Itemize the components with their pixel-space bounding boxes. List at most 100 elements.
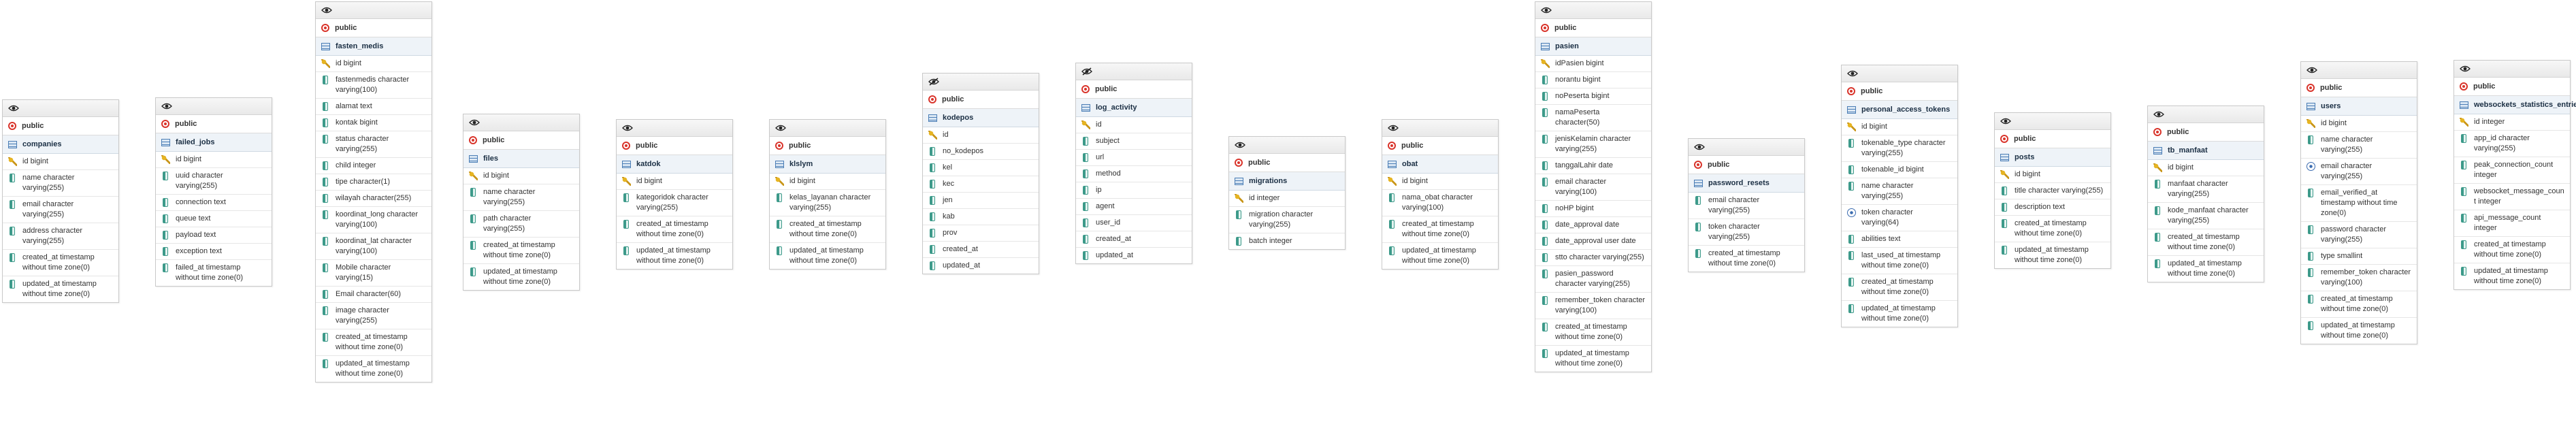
table-title[interactable]: log_activity [1076,99,1192,117]
column-row[interactable]: token character varying(255) [1689,219,1804,246]
column-row[interactable]: title character varying(255) [1995,183,2110,199]
eye-slash-icon[interactable] [1081,67,1092,76]
column-row[interactable]: tanggalLahir date [1535,158,1651,174]
column-row[interactable]: date_approval user date [1535,233,1651,250]
table-title[interactable]: tb_manfaat [2148,142,2264,160]
column-row[interactable]: alamat text [316,99,431,115]
column-row[interactable]: child integer [316,158,431,174]
column-row[interactable]: nama_obat character varying(100) [1382,190,1498,216]
column-row[interactable]: wilayah character(255) [316,191,431,207]
column-row[interactable]: image character varying(255) [316,303,431,329]
column-row[interactable]: koordinat_long character varying(100) [316,207,431,233]
column-row[interactable]: created_at timestamp without time zone(0… [2148,229,2264,256]
column-row[interactable]: tokenable_type character varying(255) [1842,135,1957,162]
eye-icon[interactable] [1847,69,1858,78]
column-row[interactable]: status character varying(255) [316,131,431,158]
column-row[interactable]: idPasien bigint [1535,56,1651,72]
column-row[interactable]: connection text [156,195,272,211]
column-row[interactable]: kec [923,176,1039,193]
eye-icon[interactable] [1388,124,1399,132]
column-row[interactable]: fastenmedis character varying(100) [316,72,431,99]
column-row[interactable]: Email character(60) [316,287,431,303]
column-row[interactable]: updated_at timestamp without time zone(0… [2454,263,2570,289]
column-row[interactable]: subject [1076,133,1192,150]
column-row[interactable]: created_at timestamp without time zone(0… [1842,274,1957,301]
column-row[interactable]: id bigint [3,154,118,170]
table-title[interactable]: fasten_medis [316,37,431,56]
eye-icon[interactable] [161,102,172,110]
column-row[interactable]: id integer [1229,191,1345,207]
column-row[interactable]: id bigint [316,56,431,72]
column-row[interactable]: updated_at [1076,248,1192,263]
column-row[interactable]: kel [923,160,1039,176]
table-title[interactable]: katdok [617,155,732,174]
column-row[interactable]: id bigint [463,168,579,184]
column-row[interactable]: created_at timestamp without time zone(0… [2454,237,2570,263]
column-row[interactable]: koordinat_lat character varying(100) [316,233,431,260]
column-row[interactable]: prov [923,225,1039,242]
column-row[interactable]: noHP bigint [1535,201,1651,217]
column-row[interactable]: remember_token character varying(100) [2301,265,2417,291]
column-row[interactable]: tipe character(1) [316,174,431,191]
table-title[interactable]: posts [1995,148,2110,167]
column-row[interactable]: name character varying(255) [3,170,118,197]
column-row[interactable]: updated_at timestamp without time zone(0… [1842,301,1957,327]
table-title[interactable]: obat [1382,155,1498,174]
column-row[interactable]: id bigint [1382,174,1498,190]
table-title[interactable]: companies [3,135,118,154]
column-row[interactable]: updated_at [923,258,1039,274]
column-row[interactable]: kode_manfaat character varying(255) [2148,203,2264,229]
column-row[interactable]: Mobile character varying(15) [316,260,431,287]
eye-icon[interactable] [2153,110,2164,118]
eye-icon[interactable] [2306,66,2317,74]
column-row[interactable]: exception text [156,244,272,260]
column-row[interactable]: name character varying(255) [1842,178,1957,205]
column-row[interactable]: type smallint [2301,248,2417,265]
column-row[interactable]: address character varying(255) [3,223,118,250]
eye-icon[interactable] [1235,141,1245,149]
column-row[interactable]: manfaat character varying(255) [2148,176,2264,203]
column-row[interactable]: created_at timestamp without time zone(0… [3,250,118,276]
column-row[interactable]: updated_at timestamp without time zone(0… [316,356,431,382]
column-row[interactable]: created_at timestamp without time zone(0… [617,216,732,243]
column-row[interactable]: created_at [1076,231,1192,248]
column-row[interactable]: id bigint [2148,160,2264,176]
column-row[interactable]: description text [1995,199,2110,216]
column-row[interactable]: api_message_count integer [2454,210,2570,237]
column-row[interactable]: uuid character varying(255) [156,168,272,195]
table-title[interactable]: failed_jobs [156,133,272,152]
column-row[interactable]: kategoridok character varying(255) [617,190,732,216]
column-row[interactable]: kelas_layanan character varying(255) [770,190,885,216]
column-row[interactable]: tokenable_id bigint [1842,162,1957,178]
column-row[interactable]: app_id character varying(255) [2454,131,2570,157]
column-row[interactable]: updated_at timestamp without time zone(0… [2301,318,2417,344]
table-title[interactable]: pasien [1535,37,1651,56]
eye-icon[interactable] [321,6,332,14]
column-row[interactable]: created_at timestamp without time zone(0… [1382,216,1498,243]
column-row[interactable]: email character varying(255) [3,197,118,223]
column-row[interactable]: id bigint [617,174,732,190]
column-row[interactable]: queue text [156,211,272,227]
column-row[interactable]: failed_at timestamp without time zone(0) [156,260,272,286]
column-row[interactable]: id bigint [1842,119,1957,135]
column-row[interactable]: email_verified_at timestamp without time… [2301,185,2417,222]
eye-icon[interactable] [2460,65,2471,73]
column-row[interactable]: email character varying(255) [1689,193,1804,219]
column-row[interactable]: id bigint [770,174,885,190]
column-row[interactable]: created_at timestamp without time zone(0… [1535,319,1651,346]
column-row[interactable]: created_at timestamp without time zone(0… [770,216,885,243]
eye-icon[interactable] [1541,6,1552,14]
eye-icon[interactable] [2000,117,2011,125]
column-row[interactable]: created_at timestamp without time zone(0… [1995,216,2110,242]
eye-icon[interactable] [469,118,480,127]
column-row[interactable]: updated_at timestamp without time zone(0… [1382,243,1498,269]
